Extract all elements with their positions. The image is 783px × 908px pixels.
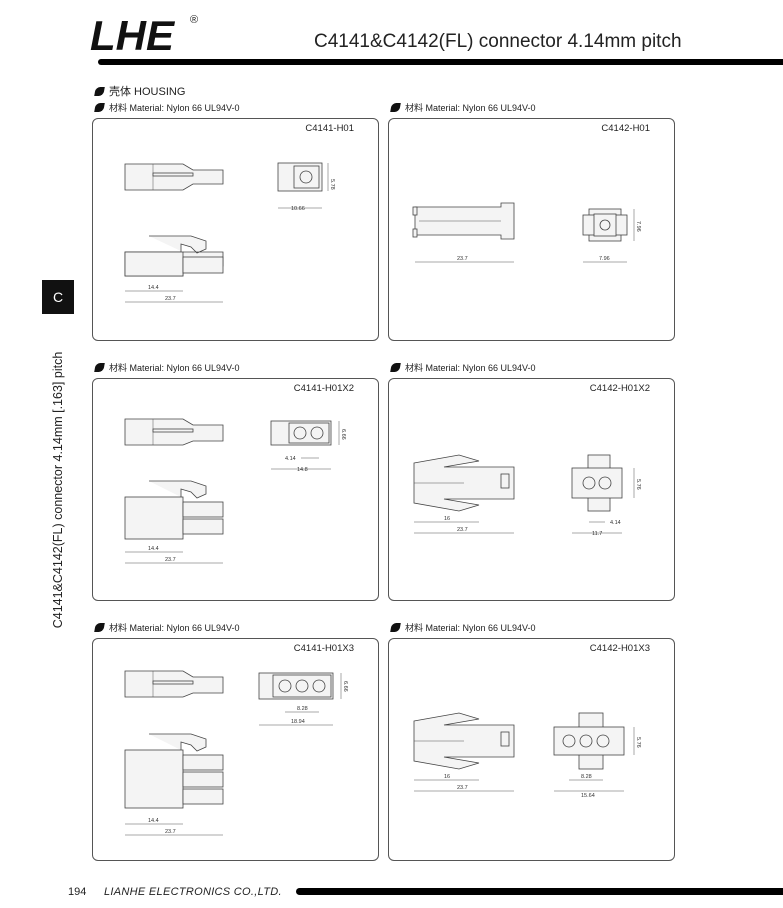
bullet-icon bbox=[94, 86, 105, 96]
dimension-label: 16 bbox=[444, 516, 450, 522]
drawing-panel-c4141-h01: C4141-H01 5.78 10.66 14.4 23.7 bbox=[92, 118, 379, 341]
technical-drawing: 7.96 23.7 7.96 bbox=[412, 202, 641, 263]
technical-drawing: 5.78 10.66 14.4 23.7 bbox=[124, 162, 335, 303]
drawing-panel-c4142-h01x3: C4142-H01X3 5.76 16 23.7 8.28 15.64 bbox=[388, 638, 675, 861]
dimension-label: 11.7 bbox=[592, 531, 602, 537]
material-text: 材料 Material: Nylon 66 UL94V-0 bbox=[109, 363, 240, 373]
footer-rule bbox=[296, 888, 783, 895]
dimension-label: 14.4 bbox=[148, 285, 159, 291]
dimension-label: 23.7 bbox=[457, 785, 468, 791]
bullet-icon bbox=[390, 363, 401, 372]
material-label: 材料 Material: Nylon 66 UL94V-0 bbox=[390, 361, 536, 374]
page-title: C4141&C4142(FL) connector 4.14mm pitch bbox=[314, 31, 682, 52]
dimension-label: 8.28 bbox=[297, 706, 308, 712]
bullet-icon bbox=[390, 103, 401, 112]
dimension-label: 7.96 bbox=[599, 256, 610, 262]
part-code: C4141-H01X3 bbox=[293, 643, 354, 654]
lhe-logo: LHE bbox=[90, 12, 174, 59]
bullet-icon bbox=[94, 363, 105, 372]
material-label: 材料 Material: Nylon 66 UL94V-0 bbox=[94, 361, 240, 374]
page-number: 194 bbox=[68, 886, 87, 898]
material-text: 材料 Material: Nylon 66 UL94V-0 bbox=[109, 103, 240, 113]
dimension-label: 5.78 bbox=[329, 179, 335, 190]
dimension-label: 6.66 bbox=[342, 681, 348, 692]
bullet-icon bbox=[94, 623, 105, 632]
material-text: 材料 Material: Nylon 66 UL94V-0 bbox=[405, 623, 536, 633]
dimension-label: 23.7 bbox=[457, 256, 468, 262]
part-code: C4142-H01 bbox=[601, 123, 650, 134]
material-text: 材料 Material: Nylon 66 UL94V-0 bbox=[405, 103, 536, 113]
section-heading: 壳体 HOUSING bbox=[94, 83, 186, 99]
part-code: C4142-H01X2 bbox=[589, 383, 650, 394]
dimension-label: 4.14 bbox=[285, 456, 296, 462]
bullet-icon bbox=[94, 103, 105, 112]
material-label: 材料 Material: Nylon 66 UL94V-0 bbox=[94, 621, 240, 634]
dimension-label: 23.7 bbox=[457, 527, 468, 533]
technical-drawing: 6.66 8.28 18.94 14.4 23.7 bbox=[124, 670, 348, 836]
dimension-label: 16 bbox=[444, 774, 450, 780]
drawing-panel-c4141-h01x2: C4141-H01X2 6.66 4.14 14.8 14.4 23.7 bbox=[92, 378, 379, 601]
section-title: 壳体 HOUSING bbox=[109, 86, 186, 98]
part-code: C4142-H01X3 bbox=[589, 643, 650, 654]
dimension-label: 8.28 bbox=[581, 774, 592, 780]
drawing-panel-c4142-h01: C4142-H01 7.96 23.7 7.96 bbox=[388, 118, 675, 341]
dimension-label: 5.76 bbox=[635, 737, 641, 748]
dimension-label: 7.96 bbox=[635, 221, 641, 232]
dimension-label: 23.7 bbox=[165, 829, 176, 835]
dimension-label: 23.7 bbox=[165, 296, 176, 302]
dimension-label: 15.64 bbox=[581, 793, 595, 799]
dimension-label: 6.66 bbox=[340, 429, 346, 440]
dimension-label: 14.4 bbox=[148, 546, 159, 552]
technical-drawing: 6.66 4.14 14.8 14.4 23.7 bbox=[124, 418, 346, 564]
vertical-page-title: C4141&C4142(FL) connector 4.14mm [.163] … bbox=[51, 351, 65, 629]
header-rule bbox=[98, 59, 783, 65]
material-label: 材料 Material: Nylon 66 UL94V-0 bbox=[94, 101, 240, 114]
dimension-label: 18.94 bbox=[291, 719, 305, 725]
dimension-label: 4.14 bbox=[610, 520, 621, 526]
dimension-label: 14.4 bbox=[148, 818, 159, 824]
material-text: 材料 Material: Nylon 66 UL94V-0 bbox=[109, 623, 240, 633]
technical-drawing: 5.76 16 23.7 8.28 15.64 bbox=[413, 712, 641, 799]
material-label: 材料 Material: Nylon 66 UL94V-0 bbox=[390, 621, 536, 634]
material-label: 材料 Material: Nylon 66 UL94V-0 bbox=[390, 101, 536, 114]
dimension-label: 14.8 bbox=[297, 467, 308, 473]
dimension-label: 10.66 bbox=[291, 206, 305, 212]
registered-mark: ® bbox=[190, 14, 199, 26]
drawing-panel-c4142-h01x2: C4142-H01X2 5.76 16 23.7 4.14 11.7 bbox=[388, 378, 675, 601]
technical-drawing: 5.76 16 23.7 4.14 11.7 bbox=[413, 454, 641, 537]
dimension-label: 5.76 bbox=[635, 479, 641, 490]
bullet-icon bbox=[390, 623, 401, 632]
drawing-panel-c4141-h01x3: C4141-H01X3 6.66 8.28 18.94 14.4 23.7 bbox=[92, 638, 379, 861]
dimension-label: 23.7 bbox=[165, 557, 176, 563]
part-code: C4141-H01X2 bbox=[293, 383, 354, 394]
part-code: C4141-H01 bbox=[305, 123, 354, 134]
chapter-tab: C bbox=[42, 280, 74, 314]
company-name: LIANHE ELECTRONICS CO.,LTD. bbox=[104, 886, 282, 898]
material-text: 材料 Material: Nylon 66 UL94V-0 bbox=[405, 363, 536, 373]
